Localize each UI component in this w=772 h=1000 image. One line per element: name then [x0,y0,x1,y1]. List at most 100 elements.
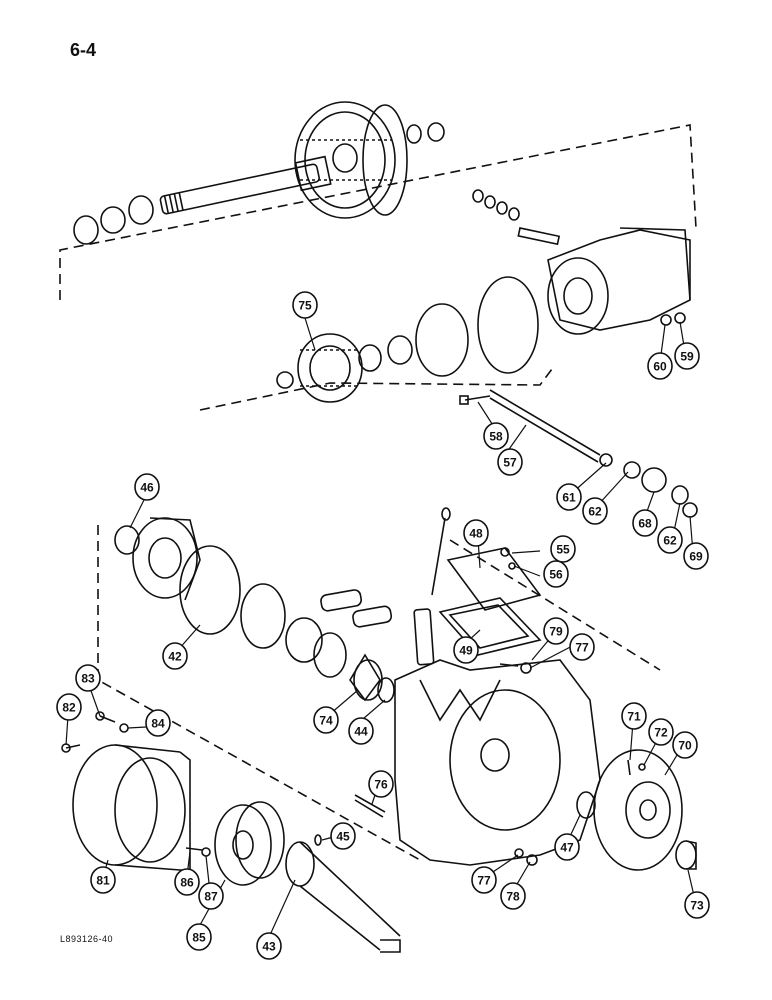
callout-number: 82 [62,701,76,715]
callout-number: 58 [489,430,503,444]
callout-45: 45 [330,822,356,850]
callout-44: 44 [348,717,374,745]
callout-87: 87 [198,882,224,910]
callout-circle [348,717,374,745]
callout-number: 74 [319,714,333,728]
callout-circle [256,932,282,960]
callout-76: 76 [368,770,394,798]
callout-number: 48 [469,527,483,541]
washer-77b [514,848,524,858]
callout-84: 84 [145,709,171,737]
callout-number: 62 [588,505,602,519]
callout-69: 69 [683,542,709,570]
callout-circle [313,706,339,734]
callout-circle [186,923,212,951]
callout-circle [621,702,647,730]
callout-46: 46 [134,473,160,501]
callout-number: 77 [477,874,491,888]
callout-75: 75 [292,291,318,319]
callout-number: 49 [459,644,473,658]
nut-69 [682,502,698,518]
callout-82: 82 [56,693,82,721]
callout-73: 73 [684,891,710,919]
callout-circle [683,542,709,570]
callout-79: 79 [543,617,569,645]
page-number: 6-4 [70,40,97,60]
callout-number: 46 [140,481,154,495]
pin-45 [314,834,322,846]
callout-58: 58 [483,422,509,450]
hw-59 [674,312,686,324]
housing-gasket [477,276,539,374]
callout-number: 45 [336,830,350,844]
callout-number: 73 [690,899,704,913]
gear-85 [214,801,285,886]
gasket-42 [179,545,241,635]
callout-circle [500,882,526,910]
callout-61: 61 [556,483,582,511]
dipstick-tube [413,608,435,666]
figure-id: L893126-40 [60,934,114,944]
upper-bearing-race [128,195,154,225]
nut-78 [526,854,538,866]
callout-77b: 77 [471,866,497,894]
pinion-nut [276,371,294,389]
washer-84 [119,723,129,733]
callout-number: 86 [180,876,194,890]
bearing-44 [377,677,395,703]
callout-number: 76 [374,778,388,792]
bearing-retainer [132,517,201,601]
washer-62b [671,485,689,505]
callout-circle [648,718,674,746]
upper-shaft [159,155,332,215]
bell-housing [72,744,191,871]
callout-number: 81 [96,874,110,888]
callout-72: 72 [648,718,674,746]
lower-left-outline [97,525,421,861]
callout-number: 61 [562,491,576,505]
callout-circle [145,709,171,737]
callout-circle [543,560,569,588]
callout-number: 79 [549,625,563,639]
callout-circle [684,891,710,919]
pinion-bearing [358,344,382,372]
callout-number: 84 [151,717,165,731]
callout-number: 75 [298,299,312,313]
callout-circle [483,422,509,450]
shaft-43 [285,841,401,953]
transmission-case [394,659,601,866]
callout-number: 78 [506,890,520,904]
bevel-group-outline [199,364,556,411]
callout-74: 74 [313,706,339,734]
callout-circle [463,519,489,547]
bolt-86 [185,847,203,851]
housing-oring [415,303,469,377]
seal-47 [576,791,596,819]
callout-77a: 77 [569,633,595,661]
callout-number: 57 [503,456,517,470]
hw-60 [660,314,672,326]
callout-circle [368,770,394,798]
callout-circle [90,866,116,894]
callout-85: 85 [186,923,212,951]
snap-ring-left [313,632,347,678]
callout-83: 83 [75,664,101,692]
callout-circle [497,448,523,476]
upper-housing [547,227,691,335]
callout-60: 60 [647,352,673,380]
callout-62b: 62 [657,526,683,554]
spacer-68 [641,467,667,493]
callout-number: 59 [680,350,694,364]
callout-circle [674,342,700,370]
callout-48: 48 [463,519,489,547]
callout-circle [198,882,224,910]
callout-circle [174,868,200,896]
callout-circle [550,535,576,563]
washer-87 [201,847,211,857]
callout-circle [292,291,318,319]
callout-circle [75,664,101,692]
callout-59: 59 [674,342,700,370]
bolt-82 [65,744,81,749]
